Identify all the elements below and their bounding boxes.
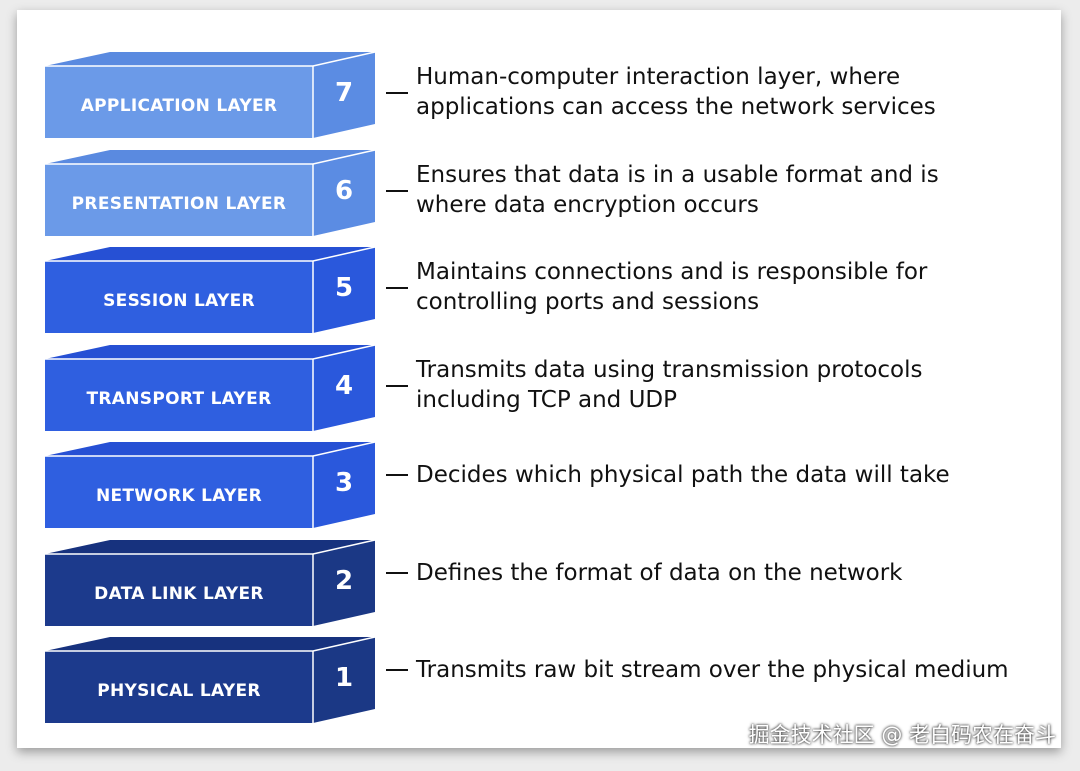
- layer-block: [45, 148, 376, 236]
- layer-block-side-face: [313, 442, 375, 528]
- connector-dash: [386, 571, 408, 574]
- osi-layer-3: NETWORK LAYER 3 Decides which physical pat…: [0, 440, 1080, 530]
- layer-name: NETWORK LAYER: [95, 486, 263, 506]
- layer-description: Human-computer interaction layer, where a…: [416, 62, 1056, 122]
- layer-block-front-face: [45, 66, 313, 138]
- layer-name: TRANSPORT LAYER: [86, 388, 272, 409]
- layer-block-top-face: [45, 247, 375, 261]
- layer-block-top-face: [45, 539, 375, 554]
- layer-block-top-face: [45, 149, 375, 164]
- layer-name: APPLICATION LAYER: [80, 96, 278, 116]
- layer-block-side-face: [313, 344, 375, 431]
- layer-number: 7: [334, 78, 354, 108]
- layer-block-front-face: [45, 553, 313, 626]
- layer-description-line: applications can access the network serv…: [416, 94, 936, 120]
- layer-block-front-face: [45, 651, 313, 723]
- layer-description-line: Maintains connections and is responsible…: [416, 259, 928, 285]
- layer-block: [45, 246, 376, 333]
- connector-dash: [386, 669, 408, 671]
- layer-block-side-face: [313, 539, 375, 626]
- layer-block: [45, 51, 376, 138]
- layer-number: 3: [334, 468, 354, 498]
- layer-name: DATA LINK LAYER: [94, 583, 264, 604]
- connector-dash: [386, 189, 408, 192]
- osi-layer-2: DATA LINK LAYER 2 Defines the format of da…: [0, 538, 1080, 628]
- layer-description-line: controlling ports and sessions: [416, 289, 760, 315]
- layer-number: 4: [334, 370, 354, 401]
- layer-description-line: Defines the format of data on the networ…: [416, 559, 903, 586]
- layer-name: PRESENTATION LAYER: [71, 193, 287, 214]
- connector-dash: [386, 474, 408, 476]
- layer-name: PHYSICAL LAYER: [97, 681, 261, 701]
- layer-description: Transmits raw bit stream over the physic…: [416, 655, 1056, 685]
- layer-number: 2: [334, 565, 354, 596]
- layer-block: [45, 538, 376, 626]
- osi-layer-7: APPLICATION LAYER 7 Human-computer interac…: [0, 50, 1080, 140]
- layer-description-line: Human-computer interaction layer, where: [416, 64, 901, 90]
- layer-block-side-face: [313, 52, 375, 138]
- osi-layer-6: PRESENTATION LAYER 6 Ensures that data is …: [0, 148, 1080, 238]
- osi-layer-1: PHYSICAL LAYER 1 Transmits raw bit stream …: [0, 635, 1080, 725]
- osi-layer-4: TRANSPORT LAYER 4 Transmits data using tra…: [0, 343, 1080, 433]
- layer-name: SESSION LAYER: [103, 291, 255, 311]
- layer-description: Ensures that data is in a usable format …: [416, 160, 1056, 220]
- layer-block-front-face: [45, 358, 313, 431]
- layer-block: [45, 441, 376, 528]
- layer-description: Transmits data using transmission protoc…: [416, 355, 1056, 415]
- layer-number: 1: [334, 663, 354, 693]
- layer-block-front-face: [45, 163, 313, 236]
- layer-description-line: Ensures that data is in a usable format …: [416, 161, 939, 188]
- layer-description-line: Transmits data using transmission protoc…: [416, 356, 923, 383]
- layer-description: Maintains connections and is responsible…: [416, 257, 1056, 317]
- layer-block-side-face: [313, 637, 375, 723]
- layer-block: [45, 343, 376, 431]
- layer-block-front-face: [45, 261, 313, 333]
- osi-layer-5: SESSION LAYER 5 Maintains connections and …: [0, 245, 1080, 335]
- connector-dash: [386, 92, 408, 94]
- layer-block: [45, 636, 376, 723]
- layer-description-line: including TCP and UDP: [416, 386, 677, 413]
- connector-dash: [386, 287, 408, 289]
- layer-block-side-face: [313, 247, 375, 333]
- layer-block-top-face: [45, 52, 375, 66]
- layer-block-side-face: [313, 149, 375, 236]
- layer-block-top-face: [45, 442, 375, 456]
- layer-block-front-face: [45, 456, 313, 528]
- connector-dash: [386, 384, 408, 387]
- layer-block-top-face: [45, 637, 375, 651]
- layer-number: 6: [334, 175, 354, 206]
- watermark: 掘金技术社区 @ 老白码农在奋斗: [748, 723, 1056, 747]
- layer-description: Defines the format of data on the networ…: [416, 558, 1056, 588]
- layer-description: Decides which physical path the data wil…: [416, 460, 1056, 490]
- layer-number: 5: [334, 273, 354, 303]
- layer-block-top-face: [45, 344, 375, 359]
- layer-description-line: Decides which physical path the data wil…: [416, 462, 950, 488]
- layer-description-line: where data encryption occurs: [416, 191, 759, 218]
- layer-description-line: Transmits raw bit stream over the physic…: [416, 657, 1009, 683]
